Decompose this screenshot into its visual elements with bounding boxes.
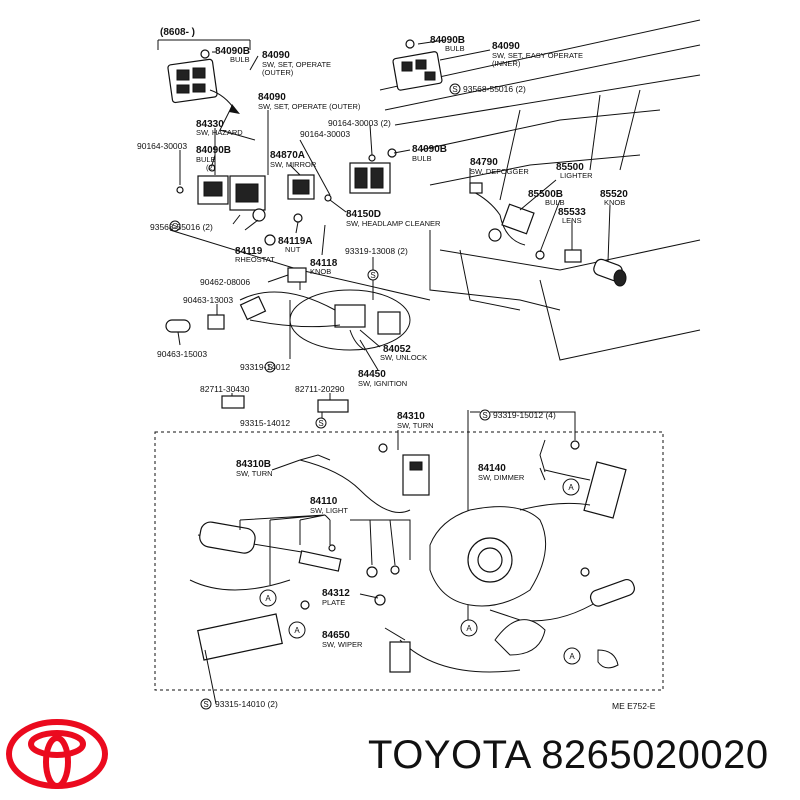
svg-text:SW, HEADLAMP CLEANER: SW, HEADLAMP CLEANER (346, 219, 441, 228)
svg-text:85500: 85500 (556, 162, 584, 173)
svg-text:84090: 84090 (258, 92, 286, 103)
svg-text:84118: 84118 (310, 258, 338, 269)
svg-text:84310B: 84310B (236, 459, 271, 470)
svg-text:BULB: BULB (545, 198, 565, 207)
part-label: 84090B (215, 46, 250, 57)
svg-text:S: S (482, 411, 487, 420)
svg-text:S: S (370, 271, 375, 280)
svg-text:KNOB: KNOB (604, 198, 625, 207)
svg-text:85500B: 85500B (528, 189, 563, 200)
svg-text:SW, SET, OPERATE (OUTER): SW, SET, OPERATE (OUTER) (258, 102, 361, 111)
svg-text:84450: 84450 (358, 369, 386, 380)
svg-text:93315-14012: 93315-14012 (240, 418, 290, 428)
svg-text:S: S (172, 222, 177, 231)
svg-text:PLATE: PLATE (322, 598, 345, 607)
svg-text:LENS: LENS (562, 216, 582, 225)
svg-text:90463-15003: 90463-15003 (157, 349, 207, 359)
svg-text:S: S (267, 363, 272, 372)
svg-text:84312: 84312 (322, 588, 350, 599)
svg-text:KNOB: KNOB (310, 267, 331, 276)
svg-text:84090B: 84090B (196, 145, 231, 156)
svg-text:84150D: 84150D (346, 209, 381, 220)
svg-text:BULB: BULB (445, 44, 465, 53)
svg-text:84330: 84330 (196, 119, 224, 130)
svg-text:S: S (452, 85, 457, 94)
svg-text:SW, LIGHT: SW, LIGHT (310, 506, 348, 515)
svg-text:SW, DEFOGGER: SW, DEFOGGER (470, 167, 529, 176)
svg-text:(OUTER): (OUTER) (262, 68, 294, 77)
combination-switch-box (154, 431, 664, 691)
svg-text:SW, UNLOCK: SW, UNLOCK (380, 353, 427, 362)
svg-text:SW, TURN: SW, TURN (397, 421, 434, 430)
svg-text:93319-15012 (4): 93319-15012 (4) (493, 410, 556, 420)
svg-text:A: A (265, 594, 271, 603)
svg-text:BULB: BULB (196, 155, 216, 164)
svg-text:85520: 85520 (600, 189, 628, 200)
svg-text:SW, SET, EASY OPERATE: SW, SET, EASY OPERATE (492, 51, 583, 60)
switch-row (176, 148, 397, 246)
svg-text:84870A: 84870A (270, 150, 305, 161)
svg-text:SW, MIRROR: SW, MIRROR (270, 160, 317, 169)
svg-text:82711-30430: 82711-30430 (200, 384, 250, 394)
leader-lines (177, 39, 611, 705)
diagram-code: ME E752-E (612, 701, 656, 711)
brand-caption: TOYOTA 8265020020 (368, 733, 769, 778)
defogger-lighter-cluster (469, 182, 627, 287)
svg-text:84650: 84650 (322, 630, 350, 641)
part-labels: 84090B BULB 84090 SW, SET, OPERATE (OUTE… (137, 35, 628, 709)
svg-text:93568-55016 (2): 93568-55016 (2) (463, 84, 526, 94)
svg-text:84090: 84090 (262, 50, 290, 61)
svg-text:S: S (318, 419, 323, 428)
svg-text:SW, TURN: SW, TURN (236, 469, 273, 478)
svg-text:90164-30003 (2): 90164-30003 (2) (328, 118, 391, 128)
svg-text:NUT: NUT (285, 245, 301, 254)
toyota-logo (6, 719, 108, 789)
brand-name: TOYOTA (368, 733, 530, 777)
svg-text:SW, IGNITION: SW, IGNITION (358, 379, 407, 388)
svg-text:BULB: BULB (412, 154, 432, 163)
switch-set-inner (392, 51, 443, 91)
svg-text:(INNER): (INNER) (492, 59, 521, 68)
callout-markers: S S S S S S S A A A A A (169, 83, 581, 710)
svg-text:SW, DIMMER: SW, DIMMER (478, 473, 525, 482)
svg-text:A: A (568, 483, 574, 492)
svg-text:84090: 84090 (492, 41, 520, 52)
svg-text:A: A (466, 624, 472, 633)
svg-text:93568-55016 (2): 93568-55016 (2) (150, 222, 213, 232)
svg-text:LIGHTER: LIGHTER (560, 171, 593, 180)
svg-text:85533: 85533 (558, 207, 586, 218)
svg-text:SW, WIPER: SW, WIPER (322, 640, 363, 649)
svg-text:RHEOSTAT: RHEOSTAT (235, 255, 275, 264)
svg-text:A: A (294, 626, 300, 635)
svg-text:SW, SET, OPERATE: SW, SET, OPERATE (262, 60, 331, 69)
svg-text:82711-20290: 82711-20290 (295, 384, 345, 394)
svg-text:84110: 84110 (310, 496, 338, 507)
svg-text:93315-14010 (2): 93315-14010 (2) (215, 699, 278, 709)
svg-text:84119: 84119 (235, 246, 263, 257)
combination-switch (189, 440, 635, 673)
svg-text:84090B: 84090B (430, 35, 465, 46)
svg-text:90463-13003: 90463-13003 (183, 295, 233, 305)
svg-text:SW, HAZARD: SW, HAZARD (196, 128, 243, 137)
svg-text:84090B: 84090B (412, 144, 447, 155)
svg-text:S: S (203, 700, 208, 709)
ignition-area (165, 267, 411, 413)
svg-text:A: A (569, 652, 575, 661)
svg-text:90164-30003: 90164-30003 (300, 129, 350, 139)
svg-text:(2): (2) (206, 163, 216, 172)
svg-text:93319-14012: 93319-14012 (240, 362, 290, 372)
svg-text:84119A: 84119A (278, 236, 312, 247)
part-number: 8265020020 (541, 733, 769, 777)
svg-text:84052: 84052 (383, 344, 411, 355)
svg-text:93319-13008 (2): 93319-13008 (2) (345, 246, 408, 256)
range-label: (8608- ) (160, 27, 195, 38)
svg-text:84790: 84790 (470, 157, 498, 168)
svg-text:84310: 84310 (397, 411, 425, 422)
svg-text:84140: 84140 (478, 463, 506, 474)
svg-text:BULB: BULB (230, 55, 250, 64)
switch-set-outer (167, 58, 240, 114)
svg-text:90164-30003: 90164-30003 (137, 141, 187, 151)
svg-text:90462-08006: 90462-08006 (200, 277, 250, 287)
